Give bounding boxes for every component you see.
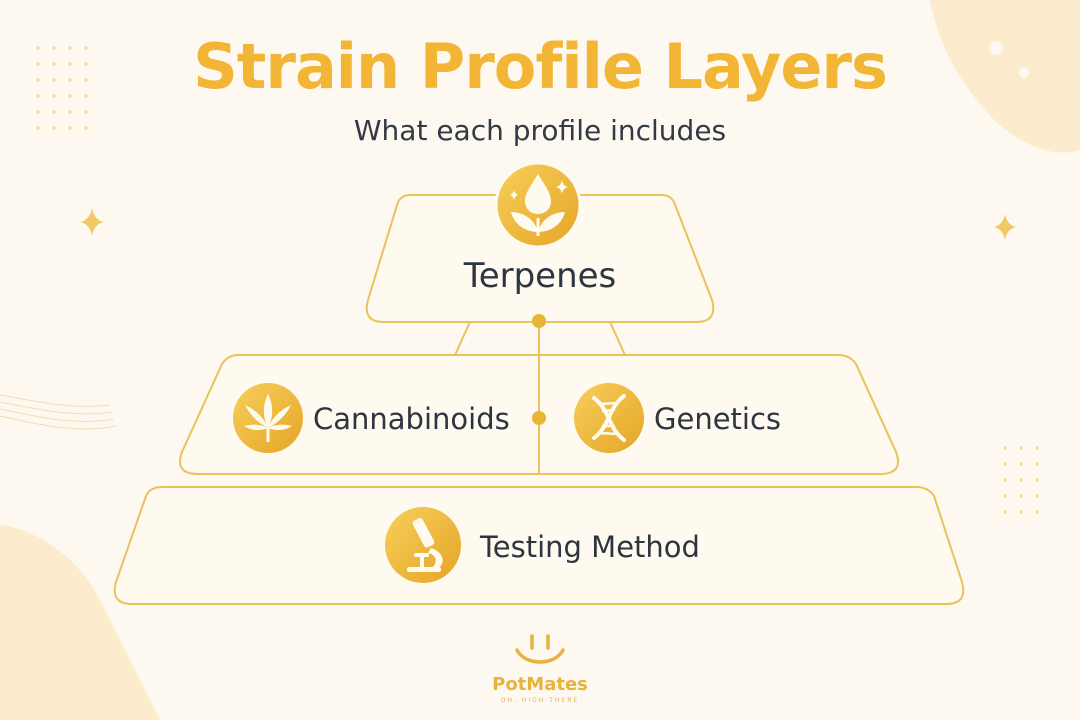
dot-grid-right — [1003, 446, 1039, 514]
microscope-icon — [385, 507, 461, 583]
layer-bottom-panel — [113, 486, 965, 605]
corner-blob-top-right — [930, 0, 1080, 153]
layer-top-panel — [365, 194, 715, 323]
sparkle-icon — [994, 214, 1016, 240]
droplet-sprout-icon — [494, 161, 582, 249]
brand-logo-tagline: OH, HIGH THERE — [500, 697, 580, 704]
cannabis-leaf-icon — [233, 383, 303, 453]
brand-logo-name: PotMates — [492, 674, 588, 695]
dot-grid-left — [36, 46, 88, 130]
page-title: Strain Profile Layers — [193, 30, 888, 103]
decor-dot — [989, 41, 1003, 55]
layer-label-terpenes: Terpenes — [463, 256, 617, 296]
page-subtitle: What each profile includes — [353, 114, 727, 147]
corner-blob-bottom-left — [0, 525, 160, 720]
connector-node — [532, 314, 546, 328]
layer-label-testing-method: Testing Method — [480, 530, 700, 564]
swoosh-lines — [0, 394, 117, 430]
sparkle-icon — [80, 208, 104, 236]
connector-node — [532, 411, 546, 425]
dna-icon — [574, 383, 644, 453]
layer-label-genetics: Genetics — [654, 402, 782, 436]
logo-smiley-icon — [515, 634, 565, 664]
decor-dot — [1019, 68, 1029, 78]
layer-label-cannabinoids: Cannabinoids — [313, 402, 510, 436]
connector-lines — [454, 320, 626, 474]
